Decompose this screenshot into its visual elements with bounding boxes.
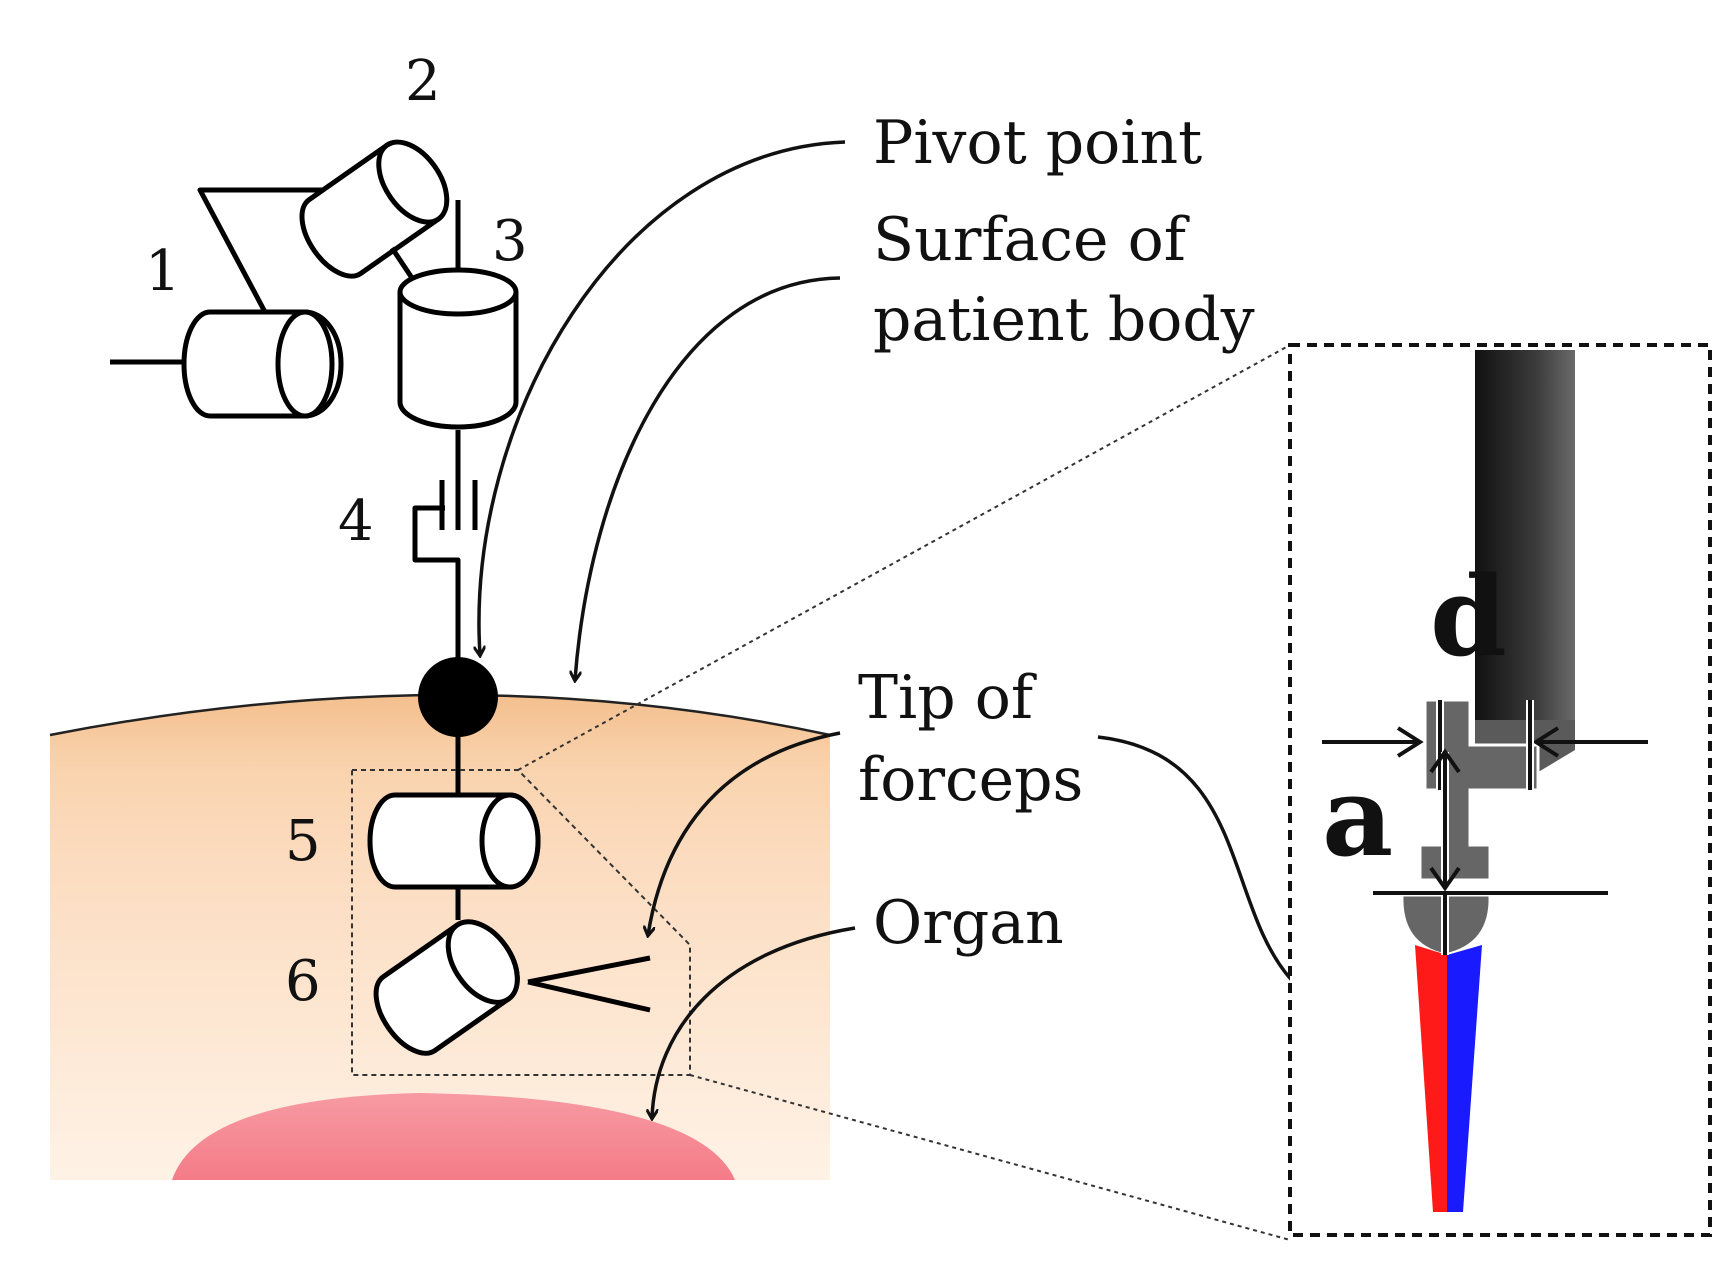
pivot-point-arrow [479,140,846,655]
forceps-jaw-red [1415,945,1447,1212]
surface-arrow [575,276,841,680]
joint-label-3: 3 [492,209,528,274]
joint-5-cylinder [367,792,541,890]
pivot-point-label: Pivot point [873,108,1202,178]
joint-label-2: 2 [405,49,441,114]
forceps-wrist [1418,698,1540,882]
robot-arm [110,139,651,1056]
forceps-jaw-blue [1447,945,1482,1212]
dimension-d [1322,700,1648,790]
forceps-shaft [1475,350,1575,720]
joint-label-6: 6 [285,949,321,1014]
organ [172,1093,735,1180]
forceps-jaw-lower [527,979,651,1013]
detail-inset: d a [1288,343,1712,1237]
surface-label-line2: patient body [873,285,1255,355]
joint-label-5: 5 [285,809,321,874]
joint-2-cylinder [299,139,450,279]
joint-6-cylinder [373,919,520,1056]
tip-of-forceps-label-line1: Tip of [858,663,1037,733]
joint-label-1: 1 [145,239,181,304]
tip-of-forceps-label-line2: forceps [858,745,1083,815]
detail-region-outline [351,769,691,1076]
joint-labels: 1 2 3 4 5 6 [145,49,528,1014]
dimension-d-label: d [1430,552,1507,681]
organ-label: Organ [873,888,1064,958]
joint-4-prismatic [412,480,478,665]
joint-3-cylinder [397,267,519,430]
callout-labels: Pivot point Surface of patient body Tip … [858,108,1255,958]
callout-arrows [479,140,1405,1118]
dimension-a [1373,748,1608,955]
organ-arrow [652,926,856,1118]
pivot-point-marker [418,657,498,737]
link-1-2 [197,187,340,314]
joint-label-4: 4 [338,489,374,554]
zoom-line-top [517,344,1291,771]
surface-label-line1: Surface of [873,205,1190,275]
forceps-jaw-upper [527,955,651,985]
tip-of-forceps-arrow [648,731,841,935]
joint-1-cylinder [110,309,344,419]
dimension-a-label: a [1322,752,1393,881]
